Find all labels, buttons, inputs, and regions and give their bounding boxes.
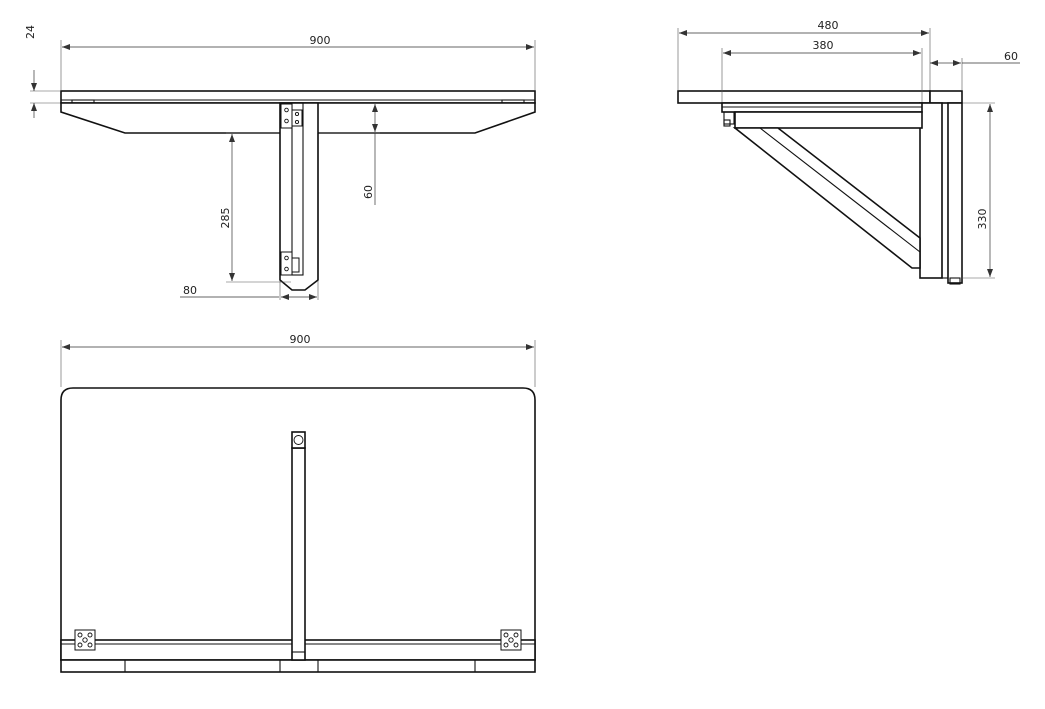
- top-view: 900: [60, 333, 536, 673]
- front-leg-height-label: 285: [219, 208, 232, 229]
- front-view: 900 24 60 285 80: [24, 25, 536, 300]
- side-wall-plate: [929, 90, 963, 104]
- side-tabletop: [677, 90, 931, 104]
- front-thickness-label: 24: [24, 25, 37, 39]
- top-right-hinge: [500, 629, 522, 651]
- top-folded-leg: [291, 447, 306, 661]
- side-post: [919, 102, 943, 279]
- top-left-hinge: [74, 629, 96, 651]
- front-width-label: 900: [310, 34, 331, 47]
- front-tabletop: [60, 90, 536, 104]
- leg-bottom-hinge: [280, 251, 300, 276]
- front-leg: [279, 102, 319, 291]
- top-width-label: 900: [290, 333, 311, 346]
- side-depth-label: 480: [818, 19, 839, 32]
- side-diagonal-brace: [732, 127, 921, 269]
- front-apron-height-label: 60: [362, 185, 375, 199]
- top-apron-strip: [60, 659, 536, 673]
- front-leg-width-label: 80: [183, 284, 197, 297]
- leg-top-hinge: [280, 103, 303, 129]
- side-height-label: 330: [976, 209, 989, 230]
- side-post-width-label: 60: [1004, 50, 1018, 63]
- side-view: 480 380 60 330: [677, 19, 1020, 285]
- side-inner-depth-label: 380: [813, 39, 834, 52]
